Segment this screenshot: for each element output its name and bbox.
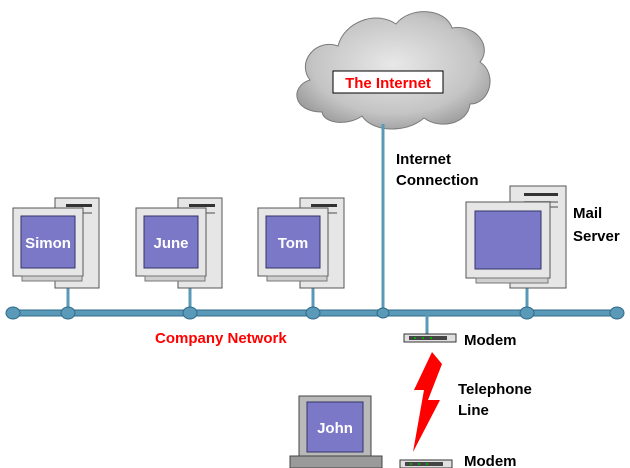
modem-office	[403, 333, 457, 343]
computer-june-label: June	[153, 235, 188, 252]
modem-home	[399, 459, 453, 468]
telephone-line-label-line2: Line	[458, 402, 489, 419]
internet-label: The Internet	[345, 75, 431, 92]
computer-john: John	[289, 395, 383, 468]
internet-connection-label-line2: Connection	[396, 172, 479, 189]
computer-tom: Tom	[257, 197, 345, 289]
internet-label-box	[332, 70, 444, 94]
computer-tom-label: Tom	[278, 235, 309, 252]
computer-simon: Simon	[12, 197, 100, 289]
modem-home-label: Modem	[464, 453, 517, 468]
internet-cloud: The Internet	[296, 11, 491, 130]
network-connectors	[60, 306, 535, 320]
mail-server-label-line1: Mail	[573, 205, 602, 222]
company-network-label: Company Network	[155, 330, 287, 347]
mail-server	[465, 185, 567, 289]
telephone-line-bolt	[413, 352, 442, 452]
telephone-line-label-line1: Telephone	[458, 381, 532, 398]
computer-simon-label: Simon	[25, 235, 71, 252]
computer-june: June	[135, 197, 223, 289]
mail-server-label-line2: Server	[573, 228, 620, 245]
internet-connection-label-line1: Internet	[396, 151, 451, 168]
computer-john-label: John	[317, 420, 353, 437]
modem-office-label: Modem	[464, 332, 517, 349]
